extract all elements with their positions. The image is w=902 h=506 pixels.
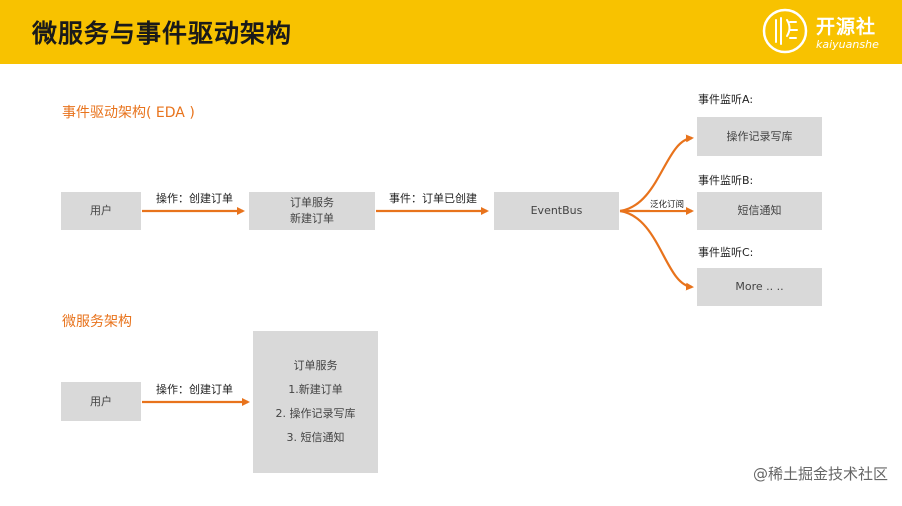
listener-c-title: 事件监听C:	[698, 246, 754, 259]
eda-order-service-box: 订单服务 新建订单	[249, 192, 375, 230]
arrow-eventbus-to-listener-c	[619, 209, 694, 291]
watermark: @稀土掘金技术社区	[752, 465, 888, 483]
micro-service-line: 3. 短信通知	[286, 431, 345, 444]
arrow-eventbus-to-listener-a	[619, 134, 694, 213]
micro-section-title: 微服务架构	[62, 314, 132, 330]
eda-event-label: 事件：订单已创建	[389, 192, 477, 205]
broadcast-label: 泛化订阅	[650, 198, 685, 210]
eda-user-label: 用户	[90, 204, 112, 217]
logo-en-text: kaiyuanshe	[816, 38, 879, 51]
micro-operation-label: 操作：创建订单	[156, 383, 233, 396]
listener-c-box: More .. ..	[697, 268, 822, 306]
micro-user-box: 用户	[61, 382, 141, 421]
micro-service-line: 1.新建订单	[288, 383, 343, 396]
eda-order-service-line: 新建订单	[290, 212, 334, 225]
eventbus-box: EventBus	[494, 192, 619, 230]
listener-b-label: 短信通知	[737, 204, 782, 217]
eventbus-label: EventBus	[530, 204, 583, 217]
eda-user-box: 用户	[61, 192, 141, 230]
listener-a-label: 操作记录写库	[726, 129, 793, 143]
micro-service-line: 2. 操作记录写库	[275, 407, 356, 420]
micro-order-service-box: 订单服务 1.新建订单 2. 操作记录写库 3. 短信通知	[253, 331, 378, 473]
micro-service-line: 订单服务	[293, 359, 338, 372]
listener-b-title: 事件监听B:	[698, 174, 754, 187]
eda-order-service-line: 订单服务	[290, 196, 334, 209]
logo-cn-text: 开源社	[816, 16, 877, 38]
listener-b-box: 短信通知	[697, 192, 822, 230]
page-title: 微服务与事件驱动架构	[32, 19, 293, 48]
eda-section-title: 事件驱动架构( EDA )	[62, 105, 195, 121]
listener-a-box: 操作记录写库	[697, 117, 822, 156]
listener-a-title: 事件监听A:	[698, 93, 754, 106]
kaiyuanshe-logo-icon	[762, 8, 808, 54]
eda-operation-label: 操作：创建订单	[156, 192, 233, 205]
listener-c-label: More .. ..	[735, 280, 784, 293]
kaiyuanshe-logo: 开源社 kaiyuanshe	[762, 8, 896, 58]
micro-user-label: 用户	[90, 394, 112, 408]
header-bar: 微服务与事件驱动架构 开源社 kaiyuanshe	[0, 0, 902, 64]
